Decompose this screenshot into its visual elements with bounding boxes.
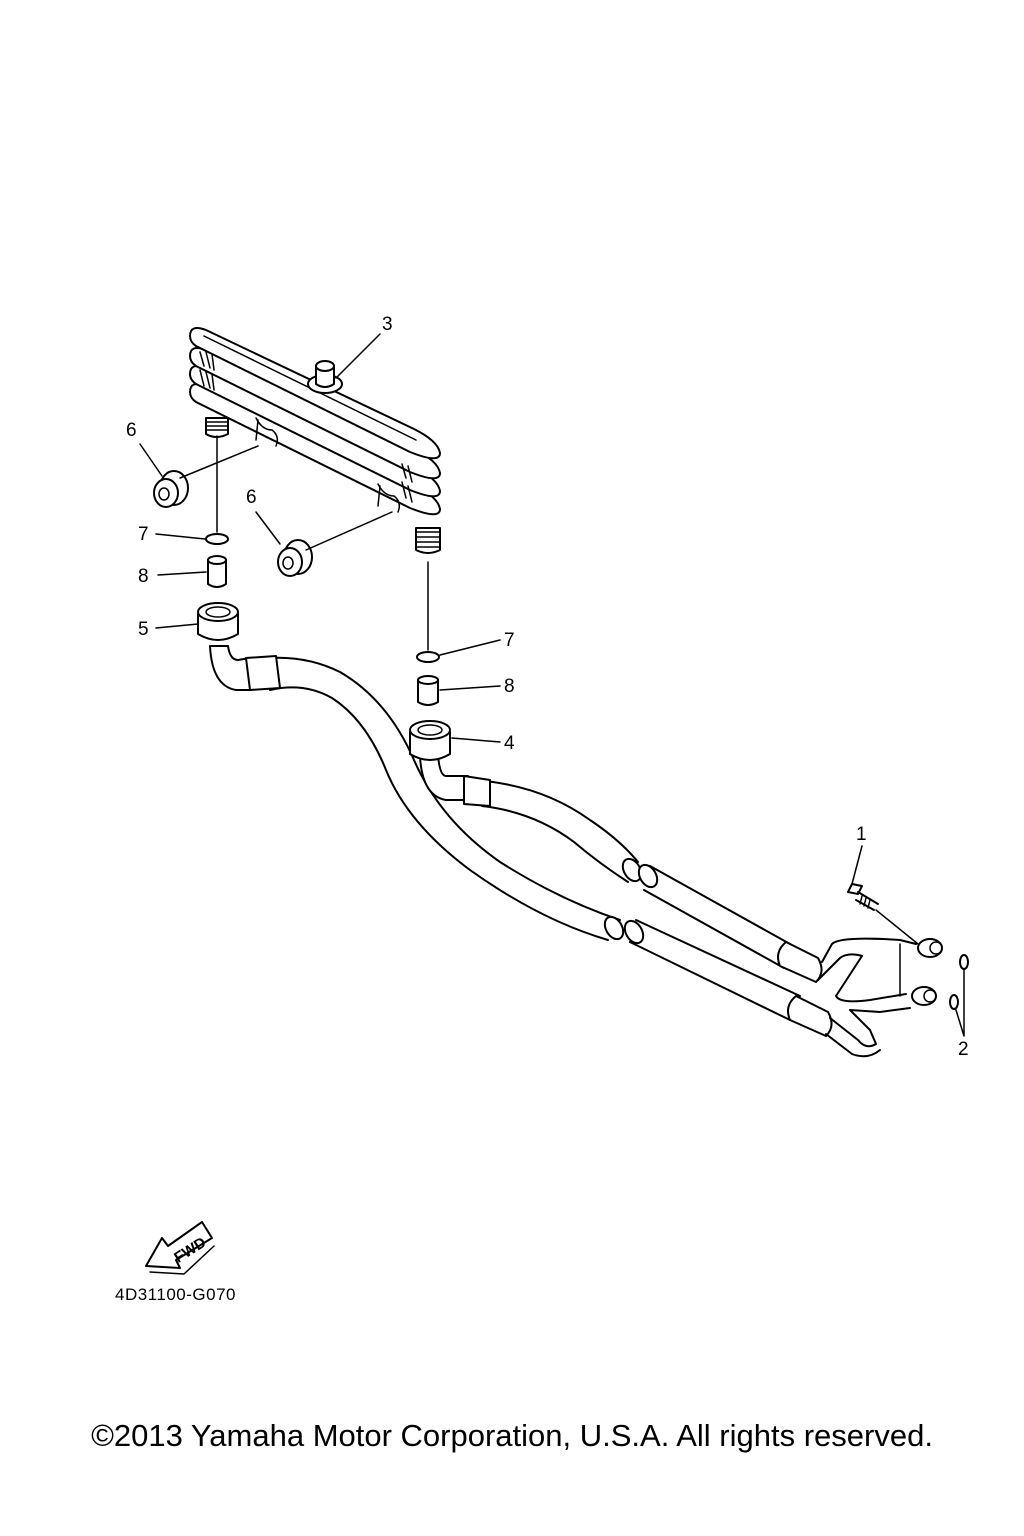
fwd-arrow-icon: FWD — [145, 1221, 215, 1275]
callout-8-right: 8 — [504, 676, 515, 697]
union-bolt — [847, 883, 879, 911]
copper-washer-lower — [949, 994, 959, 1010]
oil-hose-assembly — [197, 602, 943, 1058]
collar-right — [417, 675, 439, 706]
drawing-code: 4D31100-G070 — [115, 1285, 236, 1304]
leader-lines — [139, 333, 965, 1037]
copyright-notice: ©2013 Yamaha Motor Corporation, U.S.A. A… — [91, 1418, 933, 1453]
callout-1: 1 — [856, 824, 867, 845]
grommet-lower — [277, 539, 313, 577]
callout-6-lower: 6 — [246, 487, 257, 508]
callout-4: 4 — [504, 733, 515, 754]
callout-2: 2 — [958, 1039, 969, 1060]
callout-5: 5 — [138, 619, 149, 640]
callout-7-left: 7 — [138, 524, 149, 545]
callout-7-right: 7 — [504, 630, 515, 651]
oil-cooler — [189, 327, 441, 554]
callout-labels: 3 6 6 7 8 5 7 8 4 1 2 — [126, 314, 969, 1060]
o-ring-right — [416, 651, 440, 663]
callout-3: 3 — [382, 314, 393, 335]
copper-washer-upper — [959, 954, 969, 970]
o-ring-left — [205, 533, 229, 545]
callout-6-upper: 6 — [126, 420, 137, 441]
grommet-upper — [153, 470, 189, 508]
callout-8-left: 8 — [138, 566, 149, 587]
collar-left — [207, 555, 227, 588]
